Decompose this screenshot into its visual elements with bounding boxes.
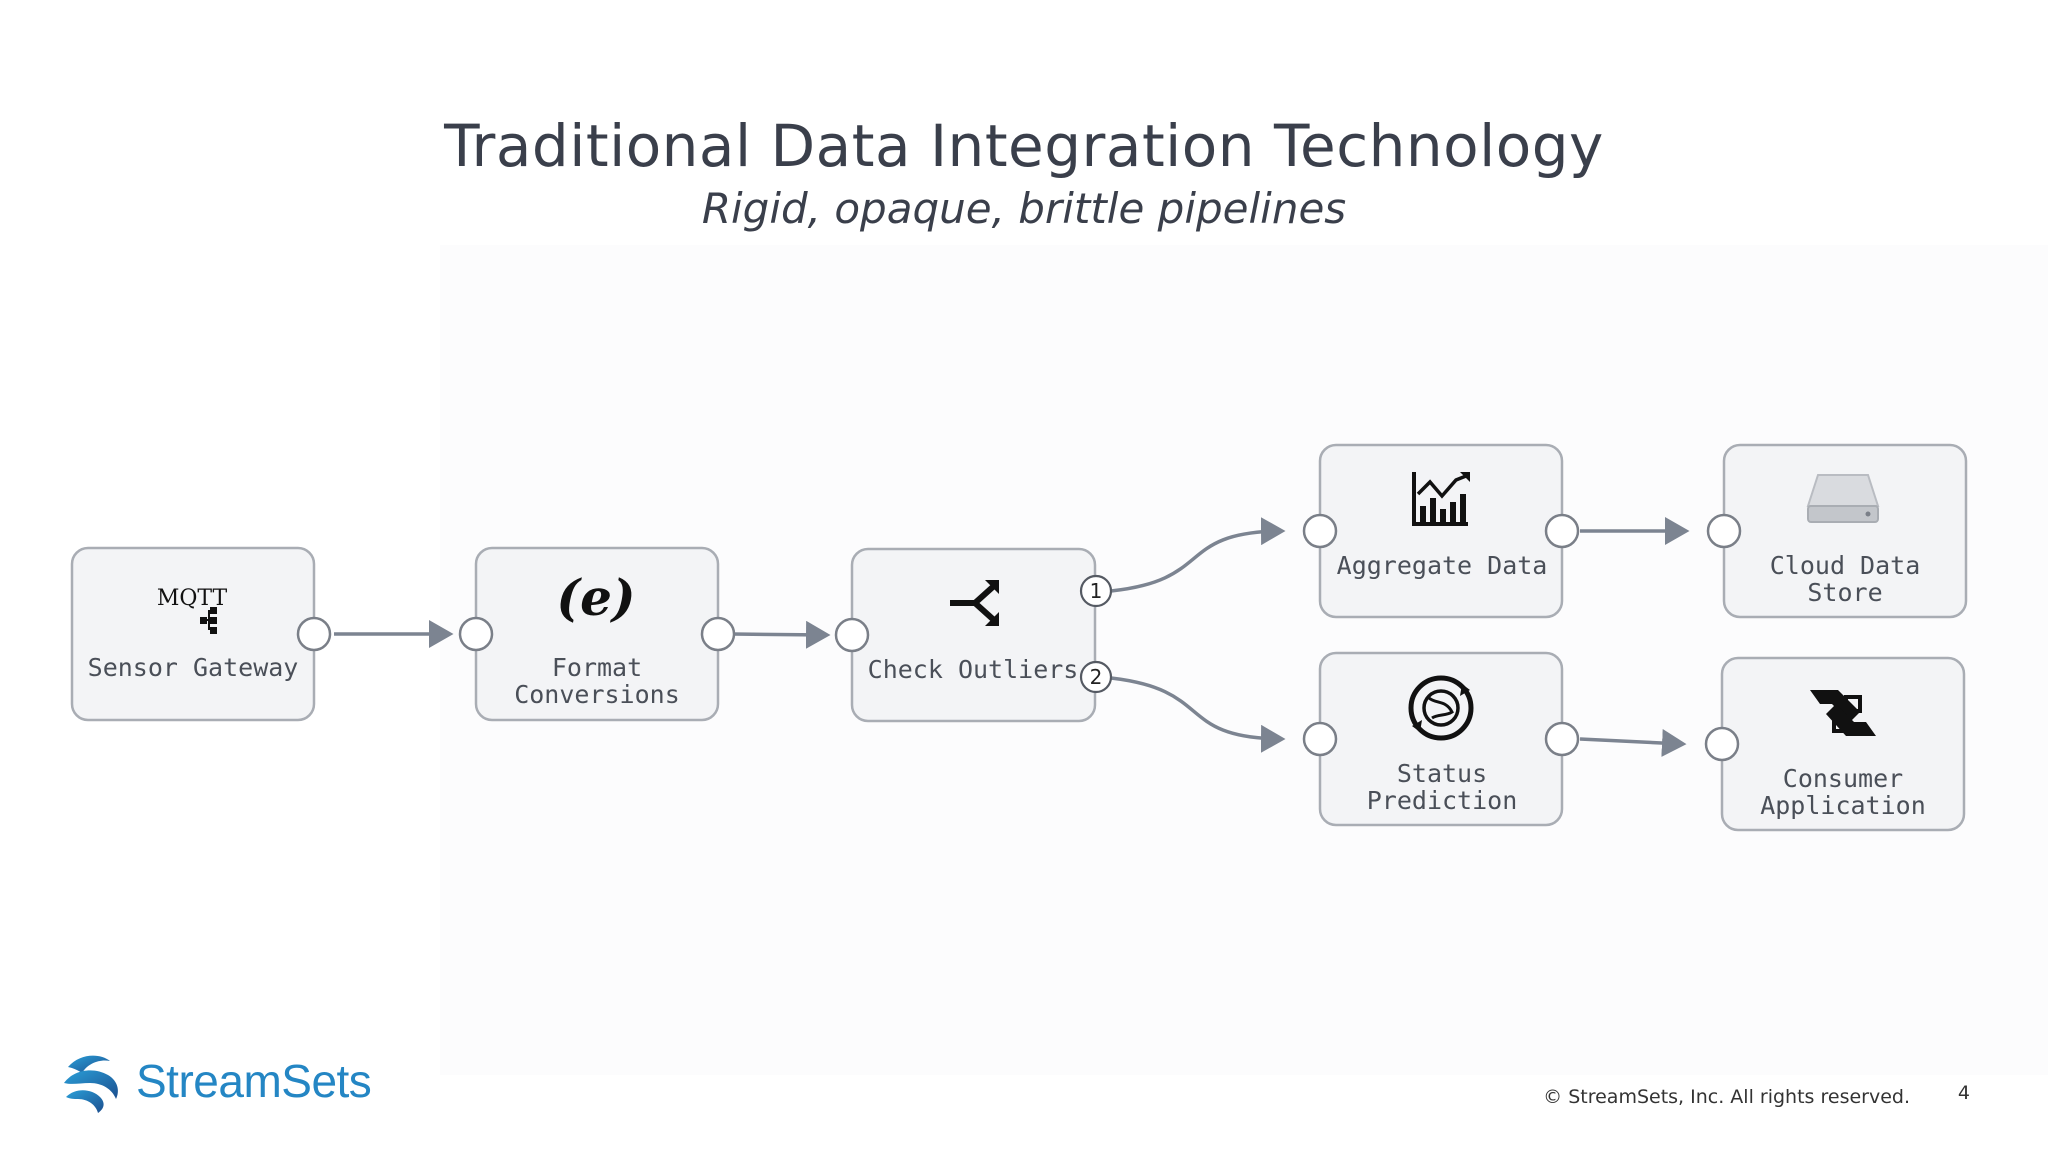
edge-format-outliers bbox=[731, 620, 831, 649]
streamsets-logo: StreamSets bbox=[58, 1046, 372, 1116]
input-port[interactable] bbox=[1302, 513, 1338, 549]
output-badge-2[interactable]: 2 bbox=[1079, 660, 1113, 694]
storage-drive-icon bbox=[1806, 474, 1880, 523]
output-port[interactable] bbox=[296, 616, 332, 652]
copyright-text: © StreamSets, Inc. All rights reserved. bbox=[1543, 1086, 1910, 1108]
pipeline-edges bbox=[334, 517, 1690, 757]
node-cloud-data-store[interactable]: Cloud Data Store bbox=[1706, 443, 1968, 619]
node-label: Aggregate Data bbox=[1337, 551, 1548, 580]
node-box bbox=[70, 546, 316, 722]
svg-text:1: 1 bbox=[1090, 579, 1103, 603]
output-port[interactable] bbox=[700, 616, 736, 652]
node-status-prediction[interactable]: Status Prediction bbox=[1302, 651, 1580, 827]
output-port[interactable] bbox=[1544, 513, 1580, 549]
node-label-line-1: Cloud Data bbox=[1770, 551, 1921, 580]
logo-text: StreamSets bbox=[136, 1055, 372, 1107]
node-label-line-1: Consumer bbox=[1783, 764, 1903, 793]
input-port[interactable] bbox=[1302, 721, 1338, 757]
input-port[interactable] bbox=[1706, 513, 1742, 549]
stream-selector-icon bbox=[950, 580, 999, 626]
node-label-line-2: Store bbox=[1807, 578, 1882, 607]
edge-outliers-aggregate bbox=[1110, 517, 1286, 593]
node-consumer-application[interactable]: Consumer Application bbox=[1704, 656, 1966, 832]
page-number: 4 bbox=[1957, 1082, 1970, 1104]
input-port[interactable] bbox=[458, 616, 494, 652]
output-badge-1[interactable]: 1 bbox=[1079, 574, 1113, 608]
chart-icon bbox=[1412, 472, 1470, 526]
node-label-line-2: Prediction bbox=[1367, 786, 1518, 815]
input-port[interactable] bbox=[834, 617, 870, 653]
streamsets-wave-icon bbox=[64, 1055, 118, 1113]
node-sensor-gateway[interactable]: MQTT Sensor Gateway bbox=[70, 546, 332, 722]
edge-outliers-status bbox=[1110, 676, 1286, 753]
node-label-line-1: Format bbox=[552, 653, 642, 682]
node-label: Sensor Gateway bbox=[88, 653, 299, 682]
node-label-line-2: Application bbox=[1760, 791, 1926, 820]
output-port[interactable] bbox=[1544, 721, 1580, 757]
slide-title: Traditional Data Integration Technology bbox=[444, 112, 1604, 180]
input-port[interactable] bbox=[1704, 726, 1740, 762]
mqtt-icon: MQTT bbox=[157, 586, 228, 634]
node-label-line-2: Conversions bbox=[514, 680, 680, 709]
node-label: Check Outliers bbox=[868, 655, 1079, 684]
node-label-line-1: Status bbox=[1397, 759, 1487, 788]
slide-subtitle: Rigid, opaque, brittle pipelines bbox=[701, 184, 1347, 233]
node-check-outliers[interactable]: Check Outliers 1 2 bbox=[834, 547, 1113, 723]
sync-globe-icon bbox=[1408, 675, 1474, 741]
consumer-app-icon bbox=[1810, 690, 1876, 736]
edge-status-consumer bbox=[1579, 728, 1687, 757]
node-aggregate-data[interactable]: Aggregate Data bbox=[1302, 443, 1580, 619]
node-box bbox=[850, 547, 1097, 723]
node-box bbox=[1318, 443, 1564, 619]
expression-icon: (e) bbox=[556, 568, 635, 627]
svg-text:2: 2 bbox=[1090, 665, 1103, 689]
mqtt-icon-text: MQTT bbox=[157, 586, 228, 611]
node-format-conversions[interactable]: (e) Format Conversions bbox=[458, 546, 736, 722]
